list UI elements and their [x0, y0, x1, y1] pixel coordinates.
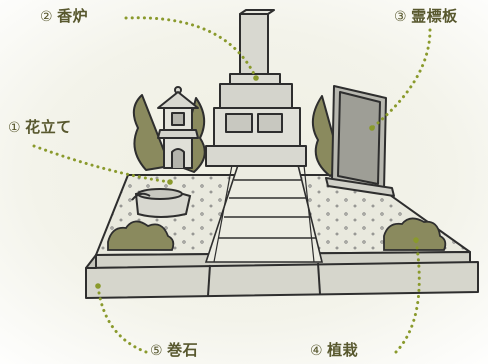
label-koro-text: 香炉 [57, 7, 89, 25]
leader-hanatate [32, 144, 172, 184]
leader-lines [32, 16, 432, 354]
leader-endpoints [95, 75, 419, 289]
label-makiishi-text: 巻石 [167, 341, 199, 359]
label-koro-number: ② [40, 9, 54, 25]
leader-koro [124, 16, 258, 80]
shrubs [107, 217, 447, 251]
label-hanatate-text: 花立て [25, 118, 72, 136]
label-hanatate-number: ① [8, 120, 22, 136]
label-makiishi-number: ⑤ [150, 343, 164, 359]
label-reihyoban-number: ③ [394, 9, 408, 25]
label-reihyoban-text: 霊標板 [411, 7, 458, 25]
stone-steps [204, 164, 324, 263]
leader-reihyoban [370, 28, 432, 130]
leader-makiishi [96, 284, 148, 354]
flower-vase [131, 188, 192, 218]
label-shokusai-number: ④ [310, 343, 324, 359]
tombstone [205, 9, 307, 167]
memorial-plaque [311, 85, 395, 197]
label-shokusai-text: 植栽 [327, 341, 359, 359]
stone-lantern [132, 86, 206, 173]
leader-shokusai [394, 238, 421, 354]
